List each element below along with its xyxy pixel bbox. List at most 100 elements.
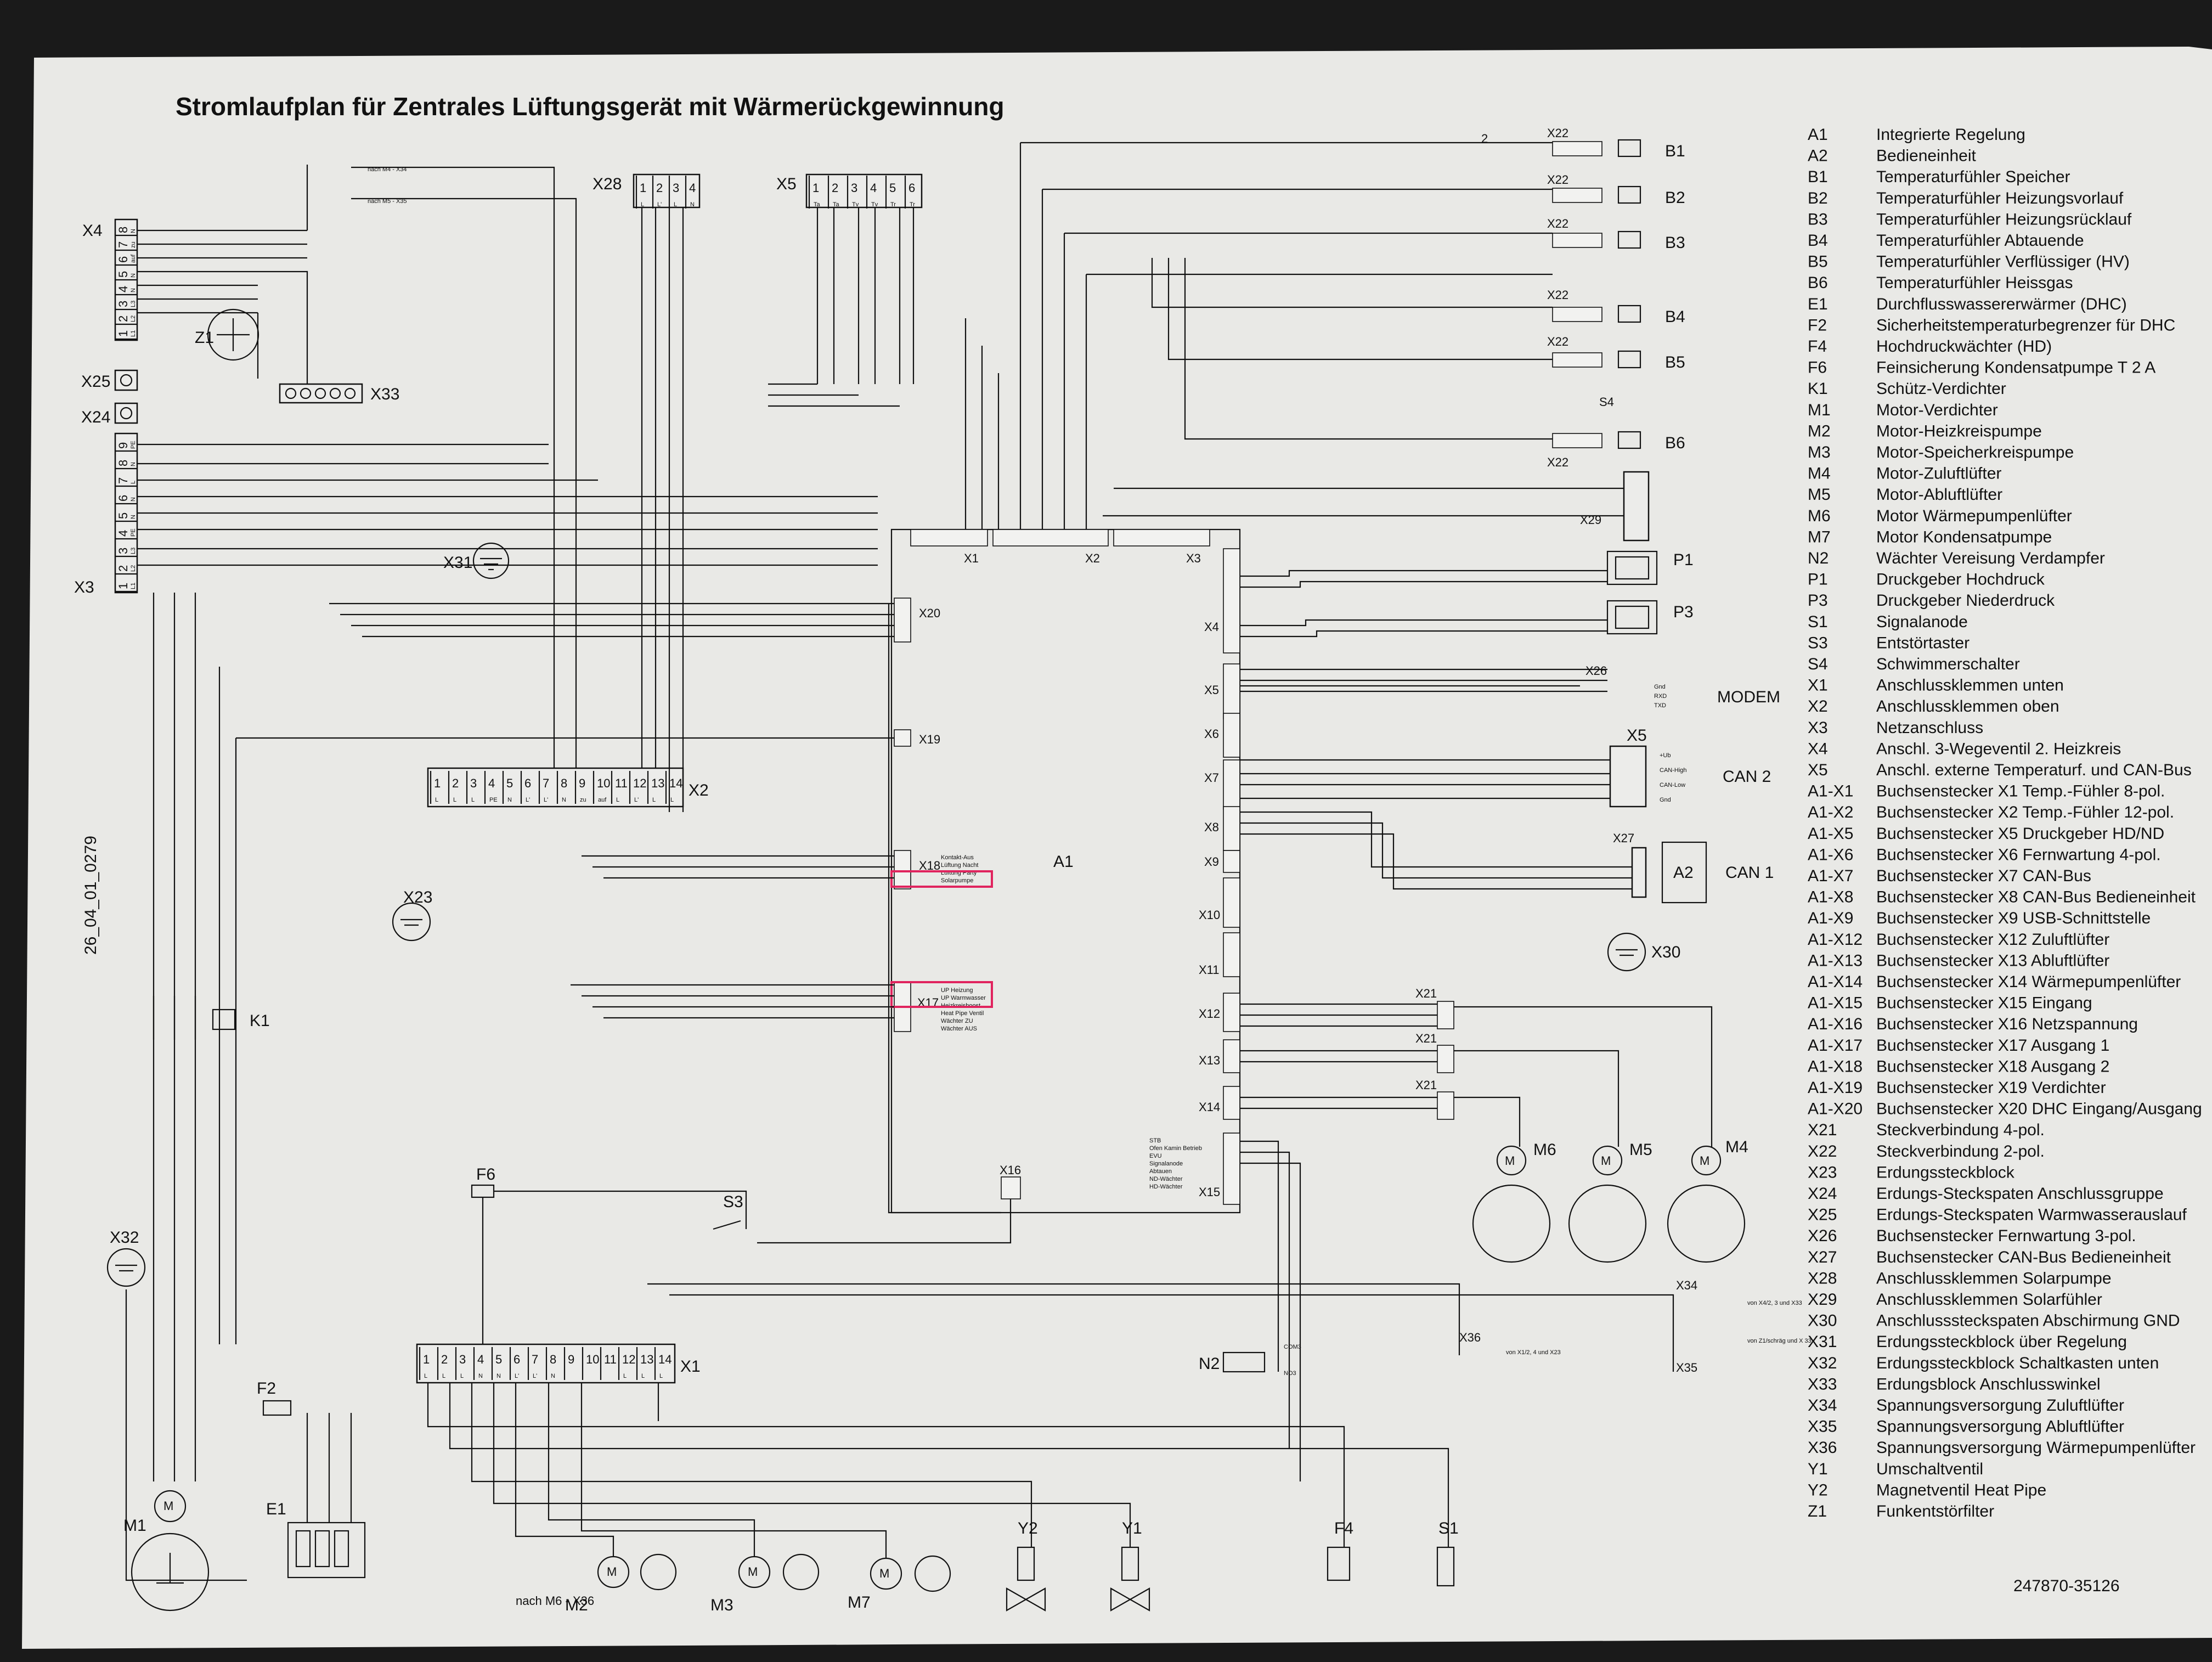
x4-term-7: 7 bbox=[116, 241, 130, 248]
legend-desc-22: Druckgeber Hochdruck bbox=[1876, 571, 2045, 589]
doc-id-vertical: 26_04_01_0279 bbox=[82, 836, 100, 955]
x1-sub-12: L bbox=[623, 1373, 627, 1379]
x4-sub-6: auf bbox=[130, 254, 137, 263]
svg-text:M: M bbox=[1505, 1154, 1515, 1168]
legend-desc-59: Erdungssteckblock Schaltkasten unten bbox=[1876, 1354, 2159, 1372]
legend-desc-23: Druckgeber Niederdruck bbox=[1876, 591, 2055, 610]
label-x2: X2 bbox=[689, 781, 709, 799]
x2-term-12: 12 bbox=[633, 776, 646, 790]
legend-desc-33: Buchsenstecker X2 Temp.-Fühler 12-pol. bbox=[1876, 803, 2174, 821]
legend-code-4: B2 bbox=[1808, 189, 1828, 207]
pump-m3: M M3 bbox=[710, 1553, 820, 1614]
label-x23: X23 bbox=[403, 888, 432, 906]
diagram-title: Stromlaufplan für Zentrales Lüftungsgerä… bbox=[176, 92, 1004, 121]
x1-term-13: 13 bbox=[640, 1353, 653, 1366]
legend-desc-51: Erdungs-Steckspaten Anschlussgruppe bbox=[1876, 1185, 2164, 1203]
x2-term-9: 9 bbox=[579, 776, 585, 790]
legend-code-19: M6 bbox=[1808, 507, 1831, 525]
label-x22-b6: X22 bbox=[1547, 455, 1568, 469]
reset-button-s3: S3 bbox=[713, 1193, 743, 1230]
label-x22-b4: X22 bbox=[1547, 288, 1568, 302]
legend-code-44: A1-X17 bbox=[1808, 1036, 1863, 1055]
x3-sub-1: L1 bbox=[130, 583, 137, 589]
legend-desc-45: Buchsenstecker X18 Ausgang 2 bbox=[1876, 1057, 2109, 1075]
legend-desc-27: Anschlussklemmen unten bbox=[1876, 677, 2064, 695]
label-a1-x13: X13 bbox=[1199, 1053, 1220, 1067]
label-x30: X30 bbox=[1651, 943, 1680, 961]
ground-spade-x25: X25 bbox=[81, 369, 138, 391]
legend-desc-43: Buchsenstecker X16 Netzspannung bbox=[1876, 1015, 2138, 1033]
x1-term-10: 10 bbox=[586, 1353, 599, 1366]
label-a1-x11: X11 bbox=[1199, 963, 1220, 977]
legend-code-65: Y2 bbox=[1808, 1481, 1828, 1499]
label-x22-b2: X22 bbox=[1547, 173, 1568, 187]
x4-term-4: 4 bbox=[116, 286, 130, 292]
label-s3: S3 bbox=[723, 1193, 743, 1211]
label-x1: X1 bbox=[680, 1357, 701, 1376]
legend-desc-7: Temperaturfühler Verflüssiger (HV) bbox=[1876, 253, 2130, 271]
x4-term-2: 2 bbox=[116, 316, 130, 322]
x2-sub-13: L bbox=[652, 797, 656, 803]
highlight-solarpumpe bbox=[890, 870, 993, 888]
legend-code-10: F2 bbox=[1808, 316, 1827, 334]
x1-term-9: 9 bbox=[568, 1353, 574, 1366]
fan-m5: M M5 bbox=[1568, 1141, 1652, 1263]
x1-term-1: 1 bbox=[423, 1353, 430, 1366]
x18-pin-4: Solarpumpe bbox=[941, 877, 973, 884]
shield-ground-x30: X30 bbox=[1607, 932, 1680, 972]
x26-pin-3: TXD bbox=[1654, 702, 1666, 709]
ground-block-x31: X31 bbox=[443, 542, 510, 579]
x2-sub-14: L bbox=[670, 797, 674, 803]
x28-sub-3: L bbox=[674, 201, 677, 208]
x3-term-7: 7 bbox=[116, 477, 130, 484]
x2-term-14: 14 bbox=[669, 776, 682, 790]
x1-sub-1: L bbox=[424, 1373, 427, 1379]
label-x31: X31 bbox=[443, 554, 472, 572]
legend-desc-9: Durchflusswassererwärmer (DHC) bbox=[1876, 295, 2127, 313]
label-x32: X32 bbox=[110, 1229, 139, 1247]
ground-block-x33: X33 bbox=[279, 383, 399, 404]
label-b2: B2 bbox=[1665, 189, 1685, 207]
paper bbox=[22, 47, 2212, 1649]
x15-pin-2: Ofen Kamin Betrieb bbox=[1149, 1145, 1202, 1152]
x1-sub-3: L bbox=[460, 1373, 464, 1379]
label-x24: X24 bbox=[81, 408, 110, 426]
legend-code-26: S4 bbox=[1808, 655, 1828, 673]
x1-term-3: 3 bbox=[459, 1353, 466, 1366]
x2-term-4: 4 bbox=[488, 776, 495, 790]
x4-term-3: 3 bbox=[116, 301, 130, 307]
x17-pin-2: UP Warmwasser bbox=[941, 995, 986, 1001]
legend-code-27: X1 bbox=[1808, 677, 1828, 695]
x1-sub-4: N bbox=[478, 1373, 483, 1379]
legend-code-49: X22 bbox=[1808, 1142, 1837, 1160]
legend-desc-40: Buchsenstecker X13 Abluftlüfter bbox=[1876, 951, 2109, 970]
label-x36: X36 bbox=[1459, 1331, 1481, 1344]
x5top-term-1: 1 bbox=[812, 181, 819, 195]
thermal-limiter-f2: F2 bbox=[257, 1379, 292, 1416]
x4-term-1: 1 bbox=[116, 330, 130, 337]
x2-term-5: 5 bbox=[506, 776, 513, 790]
legend-code-6: B4 bbox=[1808, 232, 1828, 250]
fuse-f6: F6 bbox=[471, 1165, 495, 1198]
x5top-term-4: 4 bbox=[870, 181, 877, 195]
x4-term-5: 5 bbox=[116, 271, 130, 278]
x15-pin-6: ND-Wächter bbox=[1149, 1176, 1183, 1182]
legend-desc-26: Schwimmerschalter bbox=[1876, 655, 2020, 673]
x5r-pin-1: +Ub bbox=[1660, 752, 1671, 759]
x1-term-11: 11 bbox=[604, 1353, 617, 1366]
legend-desc-3: Temperaturfühler Speicher bbox=[1876, 168, 2070, 186]
svg-text:M: M bbox=[748, 1565, 758, 1579]
legend-desc-38: Buchsenstecker X9 USB-Schnittstelle bbox=[1876, 909, 2151, 927]
x15-pin-3: EVU bbox=[1149, 1153, 1162, 1159]
legend-code-29: X3 bbox=[1808, 719, 1828, 737]
x5top-sub-6: Tr bbox=[910, 201, 915, 208]
legend-desc-50: Erdungssteckblock bbox=[1876, 1163, 2015, 1181]
x4-term-8: 8 bbox=[116, 227, 130, 233]
label-x35: X35 bbox=[1676, 1361, 1697, 1374]
legend-code-25: S3 bbox=[1808, 634, 1828, 652]
x1-sub-2: L bbox=[442, 1373, 445, 1379]
label-a1-x18: X18 bbox=[919, 859, 940, 872]
